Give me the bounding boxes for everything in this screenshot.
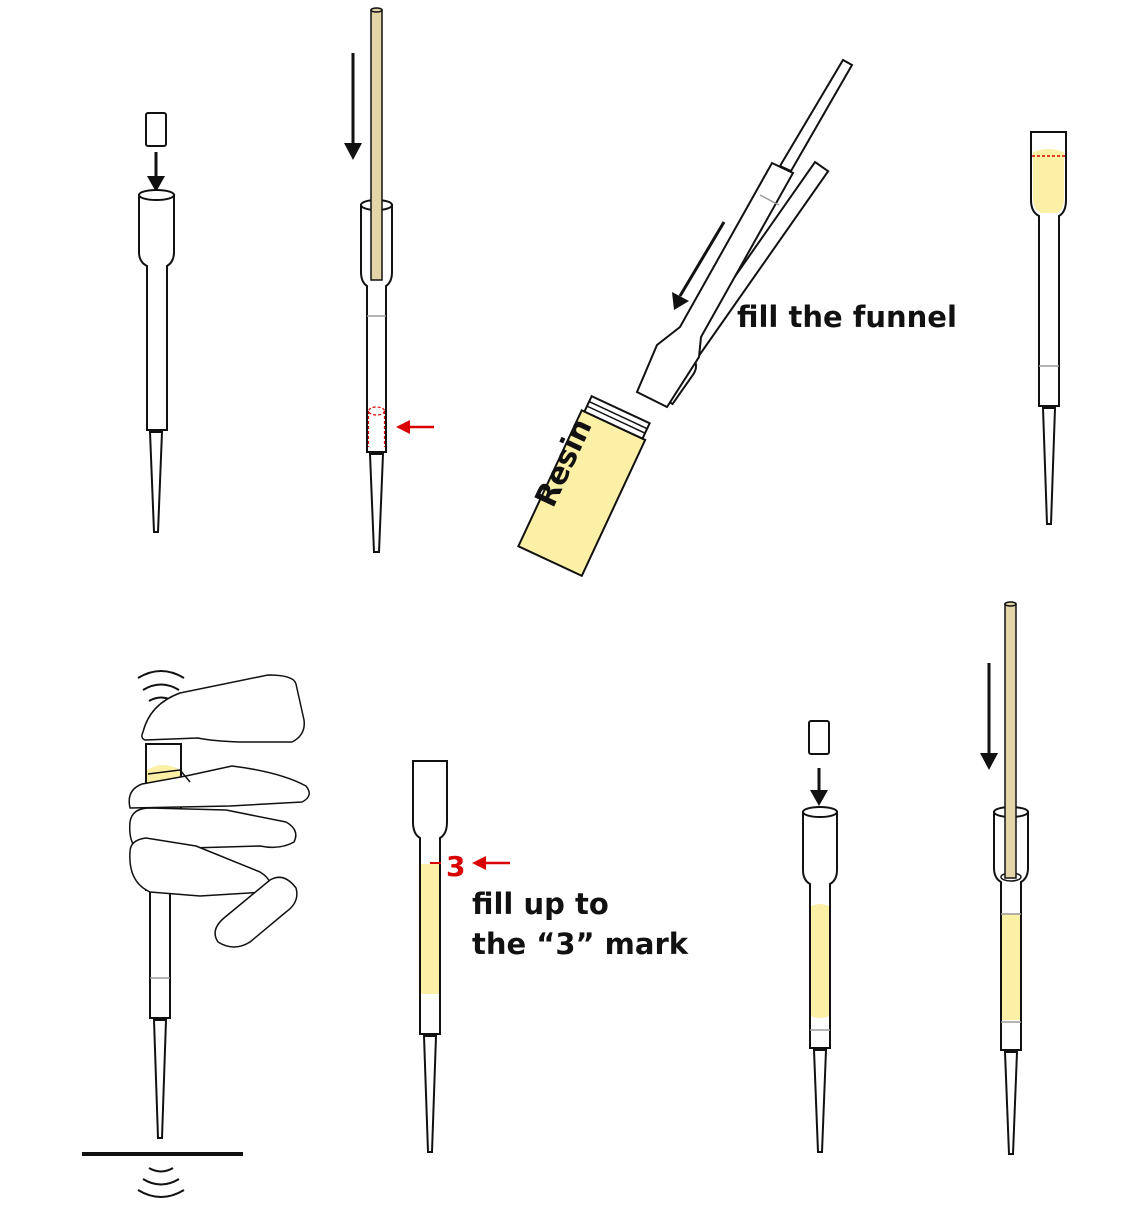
- packing-rod: [370, 9, 383, 281]
- down-arrow-icon: [980, 663, 998, 770]
- fill-up-label-line1: fill up to: [472, 887, 609, 921]
- pipette-body: [635, 161, 795, 409]
- step3-fill-funnel: fill the funnel Resin: [517, 58, 957, 578]
- down-arrow-icon: [344, 53, 362, 160]
- step7-column-with-cap: [802, 720, 838, 1153]
- column-body: [138, 194, 175, 431]
- column-tip: [1003, 1051, 1019, 1155]
- column-tip: [368, 453, 385, 553]
- column-tip: [812, 1049, 828, 1153]
- step8-push-top-frit: [980, 601, 1029, 1155]
- column-tip: [422, 1035, 438, 1153]
- step1-column-with-cap: [138, 112, 175, 533]
- step2-push-frit: [344, 7, 434, 553]
- column-tip: [148, 431, 164, 533]
- left-arrow-icon: [396, 420, 434, 434]
- fill-up-label-line2: the “3” mark: [472, 927, 689, 961]
- left-arrow-icon: [472, 856, 510, 870]
- step6-fill-to-mark: 3 fill up to the “3” mark: [412, 760, 689, 1153]
- down-left-arrow-icon: [672, 221, 726, 310]
- pipette-stem: [778, 58, 854, 173]
- step4-filled-column: [1030, 131, 1067, 525]
- down-arrow-icon: [147, 152, 165, 192]
- frit-cap: [808, 720, 830, 755]
- resin-bottle: [517, 394, 651, 578]
- frit-cap: [145, 112, 167, 147]
- step5-tap-column: [82, 670, 310, 1198]
- down-arrow-icon: [810, 768, 828, 806]
- column-tip: [152, 1019, 168, 1139]
- mark-3-number: 3: [446, 850, 465, 883]
- packing-rod: [1004, 603, 1017, 879]
- frit-position-marker: [367, 406, 386, 447]
- column-tip: [1041, 407, 1057, 525]
- fill-funnel-label: fill the funnel: [737, 300, 957, 334]
- hand-icon: [128, 674, 310, 948]
- vibration-waves-icon: [137, 1167, 185, 1198]
- column-body: [360, 204, 393, 453]
